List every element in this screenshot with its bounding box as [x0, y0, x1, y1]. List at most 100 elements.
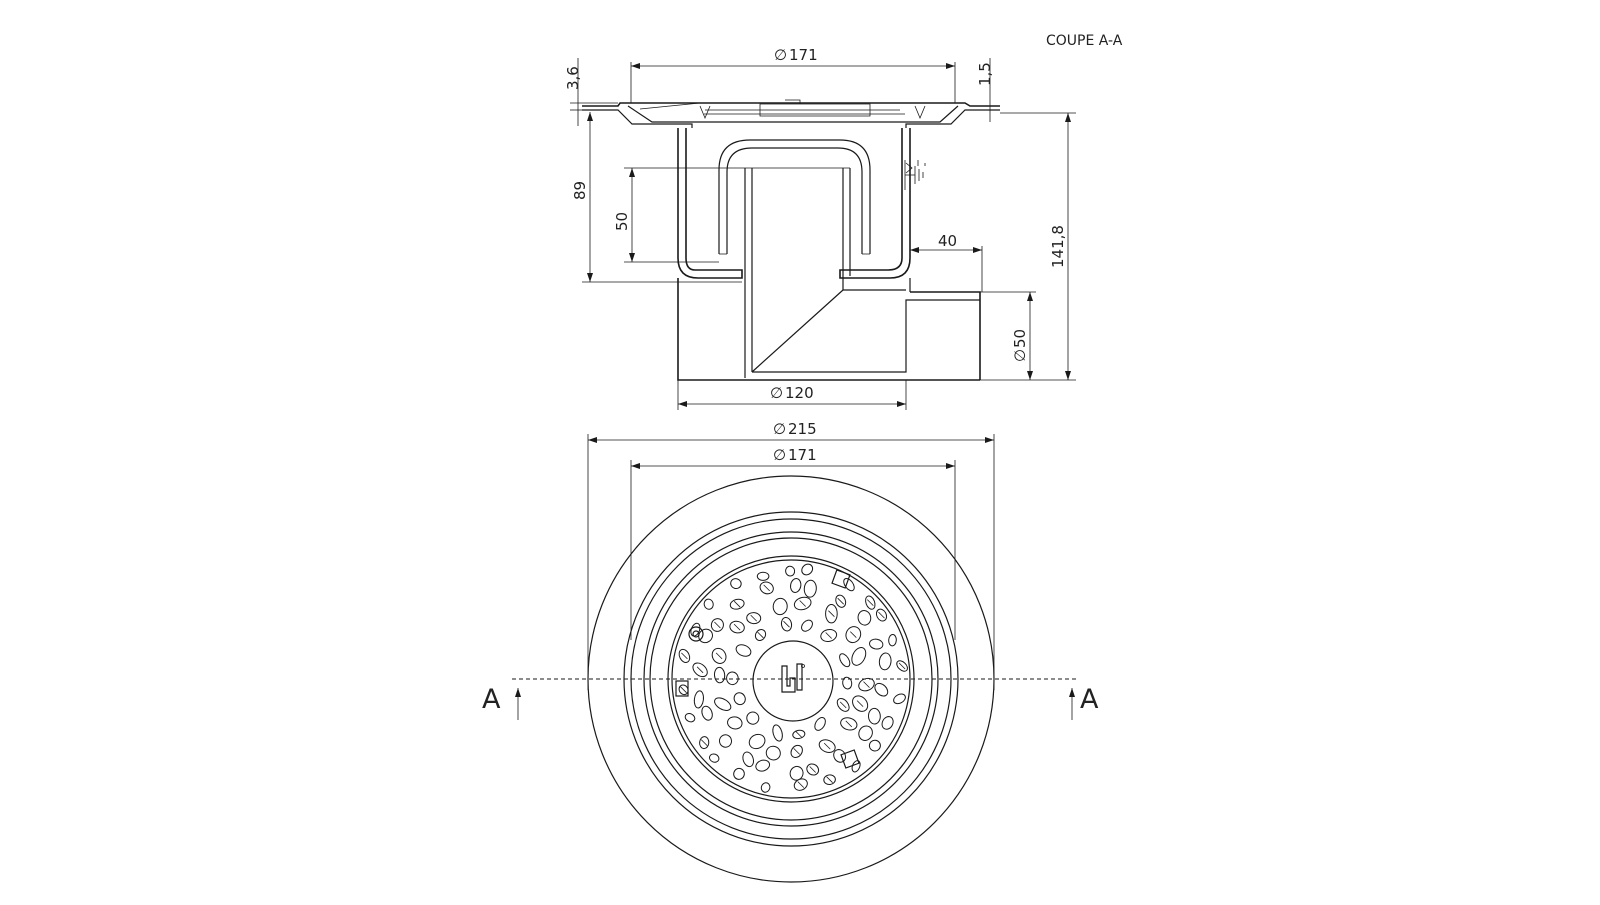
grate-hole [868, 739, 881, 752]
dim-plan-inner: 171 [788, 446, 817, 464]
grate-hole [801, 563, 814, 576]
dim-outlet-diameter-symbol: ∅ [1011, 349, 1029, 362]
grate-hole-hatch [714, 621, 721, 629]
grate-hole-hatch [823, 742, 831, 750]
dim-outlet-offset: 40 [938, 232, 957, 250]
grate-hole [814, 716, 826, 731]
dim-body-diameter-symbol: ∅ [770, 384, 783, 402]
dim-body-diameter: 120 [785, 384, 814, 402]
grate-hole [733, 692, 746, 706]
dim-height-trap: 50 [613, 212, 631, 231]
grate-hole-hatch [878, 611, 885, 619]
grate-hole-hatch [825, 632, 832, 639]
grate-hole-hatch [867, 599, 874, 606]
grate-hole-hatch [856, 700, 864, 707]
dim-total-height: 141,8 [1049, 225, 1067, 268]
grate-hole-hatch [837, 597, 844, 605]
grate-hole-hatch [783, 620, 790, 628]
section-title: COUPE A-A [1046, 33, 1123, 49]
grate-hole [748, 733, 766, 750]
grate-hole [858, 725, 873, 741]
grate-hole [789, 765, 804, 781]
grate-hole-hatch [696, 666, 704, 674]
grate-hole-hatch [763, 584, 770, 592]
grate-hole-hatch [799, 600, 806, 607]
grate-tab-bottom [840, 749, 860, 769]
grate-hole [842, 676, 853, 690]
grate-hole [755, 759, 771, 772]
grate-hole-hatch [750, 614, 757, 622]
grate-hole [760, 782, 771, 793]
grate-hole [801, 619, 813, 632]
grate-hole [851, 646, 867, 666]
plan-view: ∅ 215 ∅ 171 [482, 420, 1099, 883]
grate-hole [703, 598, 714, 610]
dim-thickness-left: 3,6 [564, 66, 582, 90]
grate-hole [803, 579, 817, 598]
grate-hole [893, 693, 906, 705]
grate-hole-hatch [680, 686, 687, 694]
grate-hole-hatch [826, 776, 833, 783]
grate-hole [869, 638, 884, 650]
grate-hole-hatch [797, 781, 805, 788]
dim-diameter-top-symbol: ∅ [774, 46, 787, 64]
grate-hole-hatch [757, 631, 764, 639]
grate-hole [772, 724, 783, 742]
grate-hole [701, 705, 713, 721]
grate-hole [726, 671, 739, 686]
grate-hole [772, 597, 788, 616]
dim-diameter-top: 171 [789, 46, 818, 64]
grate-tab-left [675, 680, 689, 697]
dim-plan-outer-symbol: ∅ [773, 420, 786, 438]
grate-hole-hatch [733, 600, 741, 608]
grate-hole [874, 682, 889, 697]
grate-hole [693, 690, 704, 709]
grate-hole [881, 716, 894, 730]
grate-hole [878, 652, 892, 671]
grate-hole [684, 713, 696, 723]
dim-plan-outer: 215 [788, 420, 817, 438]
grate-hole [709, 753, 720, 763]
dim-thickness-right: 1,5 [976, 62, 994, 86]
grate-hole [851, 760, 861, 773]
grate-hole [867, 707, 881, 725]
grate-hole [730, 578, 742, 590]
grate-hole-hatch [809, 766, 816, 773]
grate-hole-hatch [845, 720, 853, 728]
dim-plan-inner-symbol: ∅ [773, 446, 786, 464]
grate-hole-hatch [715, 652, 723, 660]
grate-hole-hatch [828, 610, 835, 617]
grate-screw-icon [688, 626, 704, 642]
grate-hole [857, 610, 872, 626]
earth-ground-icon [904, 160, 926, 190]
grate-hole-hatch [850, 631, 857, 638]
grate-holes [678, 563, 908, 793]
grate-hole [727, 716, 743, 730]
grate-hole [733, 767, 745, 780]
grate-hole [888, 634, 897, 647]
grate-hole [714, 697, 732, 711]
grate-hole [765, 745, 781, 761]
grate-hole-hatch [863, 681, 870, 688]
grate-tab-top [831, 569, 851, 589]
grate-hole-hatch [681, 652, 688, 660]
grate-hole [746, 711, 760, 725]
grate-hole-hatch [839, 701, 847, 709]
section-marker-left: A [482, 684, 501, 715]
grate-hole [839, 653, 851, 668]
section-marker-right: A [1080, 684, 1099, 715]
grate-hole-hatch [700, 739, 708, 746]
grate-hole [742, 751, 754, 768]
grate-hole-hatch [795, 731, 803, 738]
section-view: ∅ 171 3,6 1,5 89 50 40 ∅ 50 141, [564, 46, 1076, 410]
grate-hole [756, 571, 770, 581]
grate-hole [790, 578, 802, 593]
grate-hole [718, 734, 733, 748]
grate-hole [785, 565, 796, 577]
grate-hole-hatch [793, 748, 800, 755]
dim-height-inner: 89 [571, 181, 589, 200]
grate-hole [713, 666, 726, 684]
grate-hole-hatch [733, 623, 741, 631]
grate-logo-icon [781, 663, 805, 693]
